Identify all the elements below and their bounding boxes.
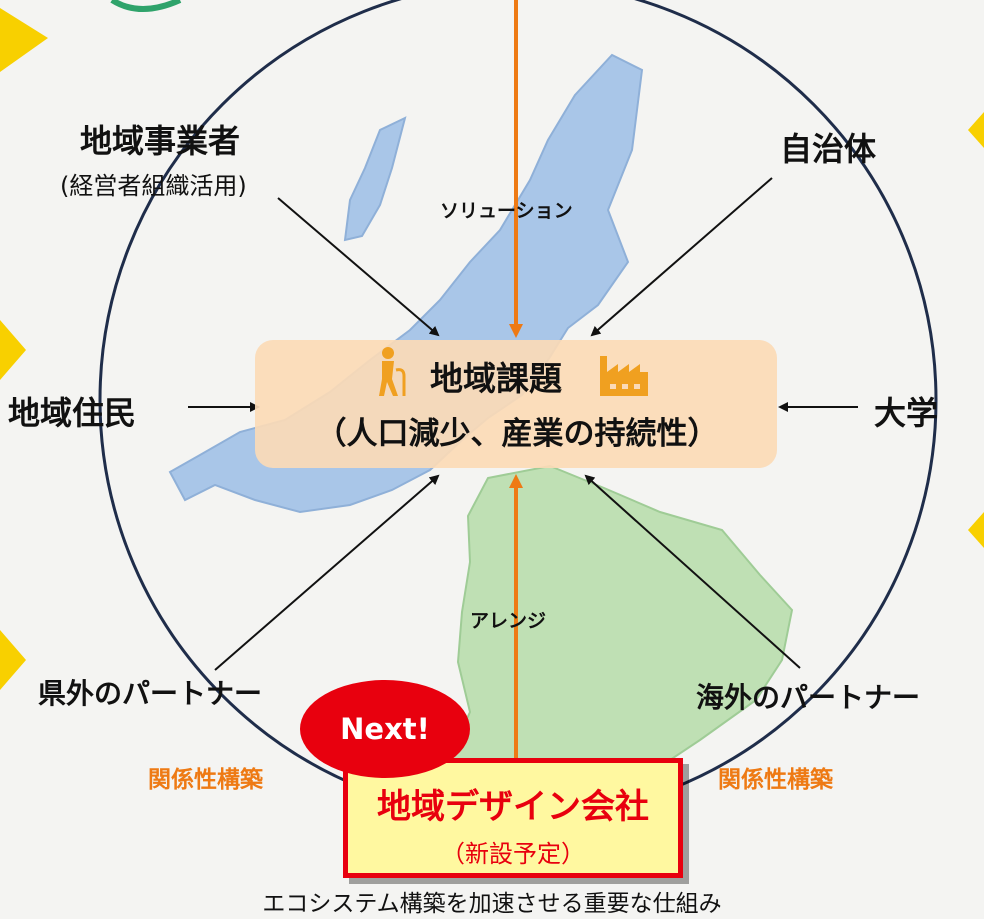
elderly-person-icon (379, 347, 406, 396)
arrow-partner-domestic (214, 474, 440, 671)
arrange-label: アレンジ (470, 610, 547, 632)
decor-triangle (0, 320, 26, 380)
decor-triangle (968, 512, 984, 548)
government-label: 自治体 (780, 130, 877, 168)
decor-triangle (0, 630, 26, 690)
partner-overseas-label: 海外のパートナー (696, 681, 921, 714)
business-sub-label: (経営者組織活用) (60, 172, 247, 200)
partner-domestic-label: 県外のパートナー (38, 677, 263, 710)
issue-subtitle: （人口減少、産業の持続性） (315, 416, 719, 452)
decor-triangle (0, 8, 48, 72)
arrow-business (277, 197, 440, 337)
company-note: （新設予定） (441, 840, 585, 868)
business-label: 地域事業者 (80, 122, 241, 160)
relationship-label-left: 関係性構築 (148, 767, 263, 793)
logo-arc (110, 0, 182, 12)
residents-label: 地域住民 (8, 394, 137, 432)
caption: エコシステム構築を加速させる重要な仕組み (262, 891, 722, 917)
decor-triangle (968, 112, 984, 148)
university-label: 大学 (874, 394, 939, 432)
regional-issue-box (255, 340, 777, 468)
next-badge: Next! (300, 680, 470, 778)
solution-label: ソリューション (440, 200, 573, 222)
relationship-label-right: 関係性構築 (718, 767, 833, 793)
arrow-government (590, 177, 773, 337)
issue-title: 地域課題 (430, 359, 562, 398)
factory-icon (600, 356, 648, 396)
company-title: 地域デザイン会社 (377, 787, 649, 827)
island-map (343, 116, 407, 242)
design-company-box: 地域デザイン会社 （新設予定） (343, 758, 683, 878)
arrow-partner-overseas (584, 474, 801, 669)
